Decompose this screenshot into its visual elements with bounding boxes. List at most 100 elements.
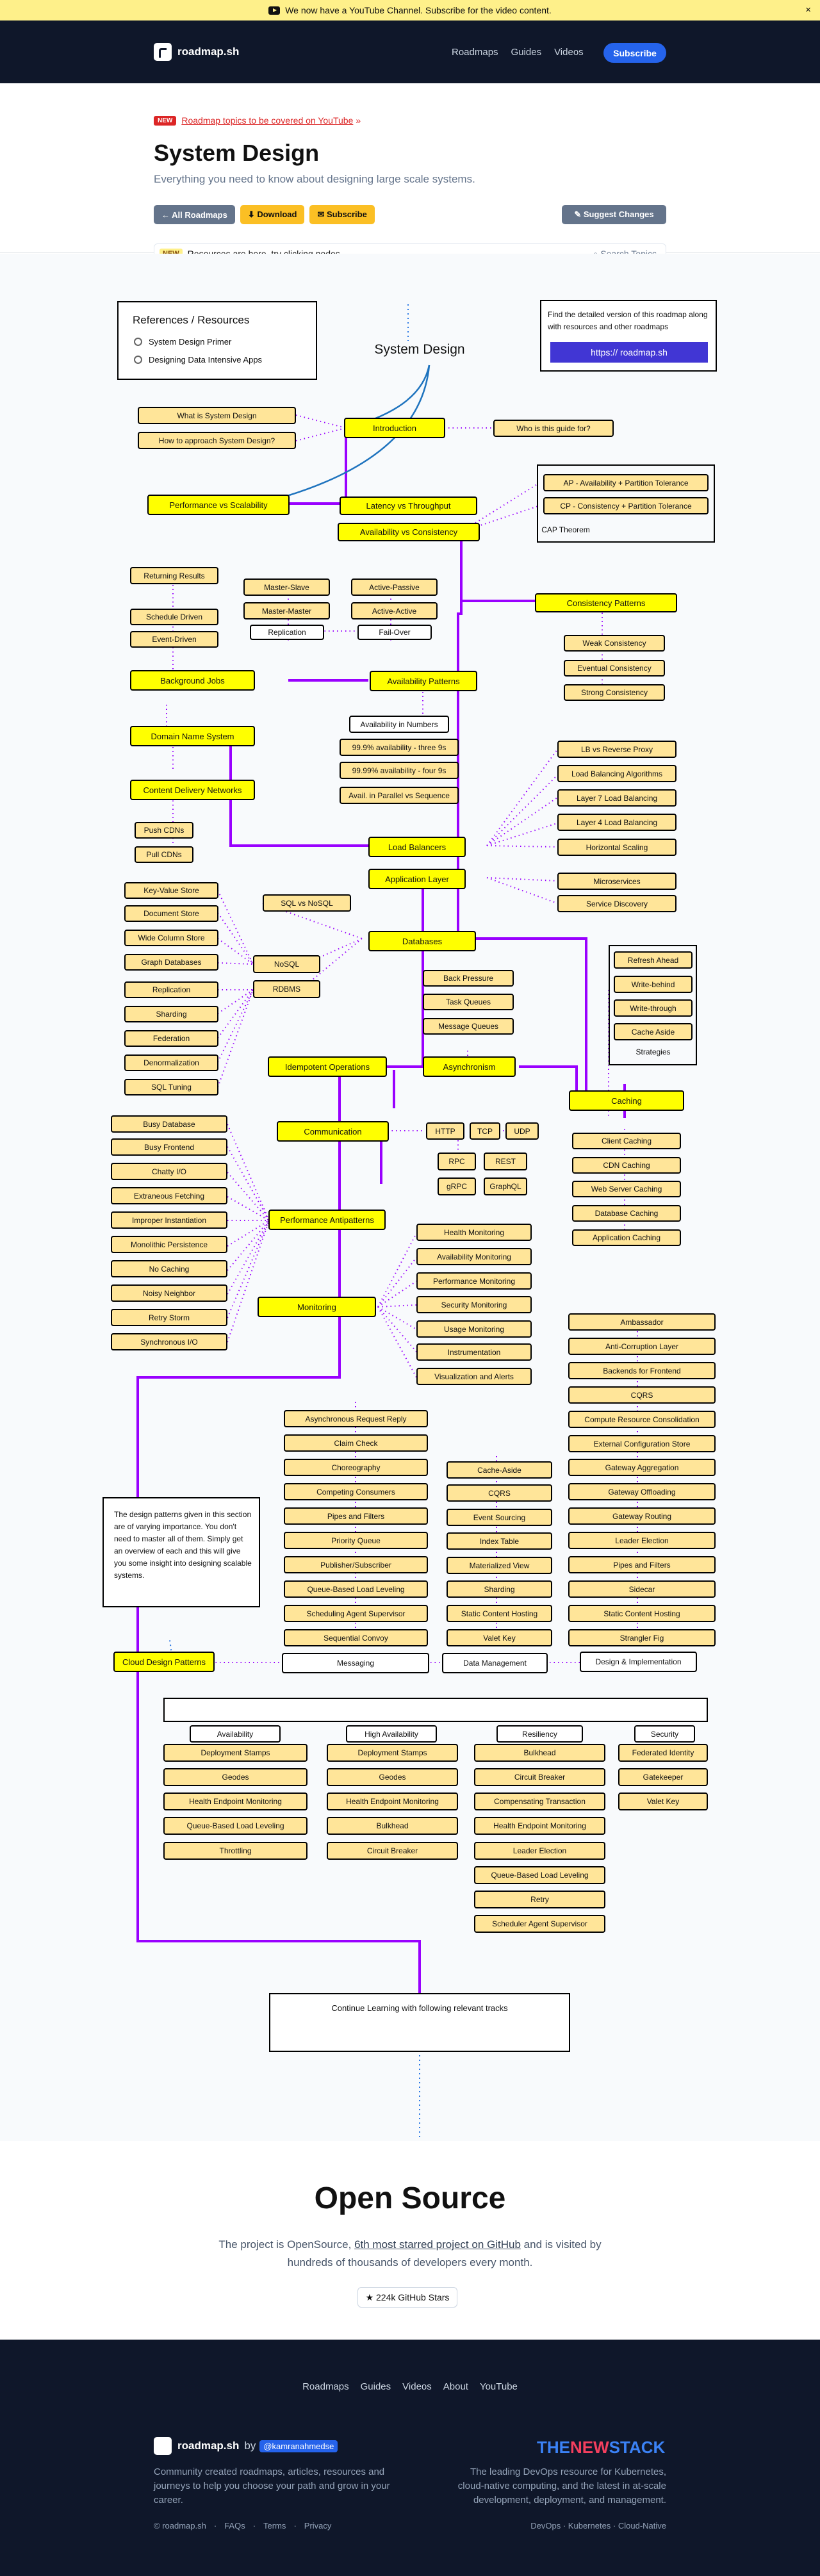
node-dm[interactable]: Data Management xyxy=(442,1653,548,1673)
node-go[interactable]: Gateway Offloading xyxy=(568,1483,716,1500)
node-rsec[interactable]: Security xyxy=(634,1725,695,1743)
node-sfig[interactable]: Strangler Fig xyxy=(568,1629,716,1646)
node-extr[interactable]: Extraneous Fetching xyxy=(111,1187,227,1204)
node-doc[interactable]: Document Store xyxy=(124,905,218,922)
node-evdriv[interactable]: Event-Driven xyxy=(130,631,218,648)
node-amb[interactable]: Ambassador xyxy=(568,1313,716,1331)
node-event[interactable]: Eventual Consistency xyxy=(564,660,665,677)
footer-link-about[interactable]: About xyxy=(443,2381,468,2392)
node-app[interactable]: Application Layer xyxy=(368,869,466,889)
github-link[interactable]: 6th most starred project on GitHub xyxy=(354,2238,521,2251)
node-idem[interactable]: Idempotent Operations xyxy=(268,1056,387,1077)
youtube-topics-link[interactable]: Roadmap topics to be covered on YouTube xyxy=(181,115,354,126)
node-rha[interactable]: High Availability xyxy=(346,1725,437,1743)
node-noisy[interactable]: Noisy Neighbor xyxy=(111,1284,227,1302)
node-claim[interactable]: Claim Check xyxy=(284,1434,428,1452)
node-par[interactable]: Avail. in Parallel vs Sequence xyxy=(340,787,459,804)
node-ms[interactable]: Master-Slave xyxy=(243,578,330,596)
node-es[interactable]: Event Sourcing xyxy=(447,1509,552,1526)
node-impr[interactable]: Improper Instantiation xyxy=(111,1211,227,1229)
node-ap2[interactable]: Active-Passive xyxy=(351,578,438,596)
node-prio[interactable]: Priority Queue xyxy=(284,1532,428,1549)
node-cp[interactable]: CP - Consistency + Partition Tolerance xyxy=(543,497,709,514)
node-di[interactable]: Design & Implementation xyxy=(580,1652,697,1672)
node-lbr[interactable]: LB vs Reverse Proxy xyxy=(557,741,676,758)
node-appc[interactable]: Application Caching xyxy=(572,1229,681,1246)
node-qbll2[interactable]: Queue-Based Load Leveling xyxy=(163,1817,308,1835)
node-fi[interactable]: Federated Identity xyxy=(618,1744,708,1762)
node-mm[interactable]: Master-Master xyxy=(243,602,330,619)
node-side[interactable]: Sidecar xyxy=(568,1580,716,1598)
node-ra[interactable]: Refresh Ahead xyxy=(614,951,693,969)
node-ecs[interactable]: External Configuration Store xyxy=(568,1435,716,1452)
node-bp[interactable]: Back Pressure xyxy=(423,970,514,987)
announcement-banner[interactable]: We now have a YouTube Channel. Subscribe… xyxy=(0,0,820,21)
node-pipes[interactable]: Pipes and Filters xyxy=(284,1507,428,1525)
node-n3[interactable]: 99.9% availability - three 9s xyxy=(340,739,459,756)
node-gr[interactable]: Gateway Routing xyxy=(568,1507,716,1525)
node-cdp[interactable]: Cloud Design Patterns xyxy=(113,1652,215,1672)
node-hem3[interactable]: Health Endpoint Monitoring xyxy=(474,1817,605,1835)
node-avail[interactable]: Availability vs Consistency xyxy=(338,523,480,541)
node-gk[interactable]: Gatekeeper xyxy=(618,1768,708,1786)
footer-logo[interactable]: roadmap.sh by @kamranahmedse xyxy=(154,2437,338,2455)
node-sas[interactable]: Scheduling Agent Supervisor xyxy=(284,1605,428,1622)
node-geo1[interactable]: Geodes xyxy=(163,1768,308,1786)
node-pf2[interactable]: Pipes and Filters xyxy=(568,1556,716,1573)
node-intro[interactable]: Introduction xyxy=(344,418,445,438)
node-vk[interactable]: Valet Key xyxy=(447,1629,552,1646)
node-pubsub[interactable]: Publisher/Subscriber xyxy=(284,1556,428,1573)
node-sch[interactable]: Static Content Hosting xyxy=(447,1605,552,1622)
node-um[interactable]: Usage Monitoring xyxy=(416,1320,532,1338)
node-lb[interactable]: Load Balancers xyxy=(368,837,466,857)
node-push[interactable]: Push CDNs xyxy=(135,822,193,839)
node-wb[interactable]: Write-behind xyxy=(614,976,693,993)
the-new-stack-logo[interactable]: THENEWSTACK xyxy=(537,2438,665,2457)
node-strong[interactable]: Strong Consistency xyxy=(564,684,665,701)
download-button[interactable]: ⬇ Download xyxy=(240,205,305,224)
node-n4[interactable]: 99.99% availability - four 9s xyxy=(340,762,459,779)
node-instr[interactable]: Instrumentation xyxy=(416,1343,532,1361)
node-fed[interactable]: Federation xyxy=(124,1030,218,1047)
node-rpc[interactable]: RPC xyxy=(438,1153,476,1170)
node-mon[interactable]: Monitoring xyxy=(258,1297,376,1317)
node-http[interactable]: HTTP xyxy=(426,1122,464,1140)
node-sqlnosql[interactable]: SQL vs NoSQL xyxy=(263,894,351,912)
node-cb2[interactable]: Circuit Breaker xyxy=(474,1768,605,1786)
subscribe-roadmap-button[interactable]: ✉ Subscribe xyxy=(309,205,375,224)
nav-link-roadmaps[interactable]: Roadmaps xyxy=(452,47,498,58)
node-crc[interactable]: Compute Resource Consolidation xyxy=(568,1411,716,1428)
node-pm[interactable]: Performance Monitoring xyxy=(416,1272,532,1290)
nav-link-guides[interactable]: Guides xyxy=(511,47,542,58)
node-arr[interactable]: Asynchronous Request Reply xyxy=(284,1410,428,1427)
node-pull[interactable]: Pull CDNs xyxy=(135,846,193,863)
node-udp[interactable]: UDP xyxy=(505,1122,539,1140)
node-kv[interactable]: Key-Value Store xyxy=(124,882,218,899)
footer-link-youtube[interactable]: YouTube xyxy=(479,2381,518,2392)
node-mq[interactable]: Message Queues xyxy=(423,1018,514,1035)
node-ds1[interactable]: Deployment Stamps xyxy=(163,1744,308,1762)
node-rep2[interactable]: Replication xyxy=(124,981,218,998)
partner-links[interactable]: DevOps · Kubernetes · Cloud-Native xyxy=(530,2521,666,2531)
node-seq[interactable]: Sequential Convoy xyxy=(284,1629,428,1646)
node-qbll[interactable]: Queue-Based Load Leveling xyxy=(284,1580,428,1598)
node-dns[interactable]: Domain Name System xyxy=(130,726,255,746)
node-grpc[interactable]: gRPC xyxy=(438,1177,476,1195)
node-repl[interactable]: Replication xyxy=(250,625,324,640)
node-hem2[interactable]: Health Endpoint Monitoring xyxy=(327,1793,458,1810)
node-micro[interactable]: Microservices xyxy=(557,873,676,890)
reference-link-primer[interactable]: System Design Primer xyxy=(134,337,231,347)
node-sqlt[interactable]: SQL Tuning xyxy=(124,1079,218,1095)
node-rest[interactable]: REST xyxy=(484,1153,527,1170)
node-lat[interactable]: Latency vs Throughput xyxy=(340,496,477,515)
node-cons[interactable]: Consistency Patterns xyxy=(535,593,677,612)
node-fail[interactable]: Fail-Over xyxy=(357,625,432,640)
node-mono[interactable]: Monolithic Persistence xyxy=(111,1236,227,1253)
node-aa[interactable]: Active-Active xyxy=(351,602,438,619)
node-who[interactable]: Who is this guide for? xyxy=(493,420,614,437)
node-perf[interactable]: Performance vs Scalability xyxy=(147,495,290,515)
node-comm[interactable]: Communication xyxy=(277,1121,389,1142)
node-rdbms[interactable]: RDBMS xyxy=(253,980,320,998)
node-denorm[interactable]: Denormalization xyxy=(124,1054,218,1071)
node-wsc[interactable]: Web Server Caching xyxy=(572,1181,681,1197)
